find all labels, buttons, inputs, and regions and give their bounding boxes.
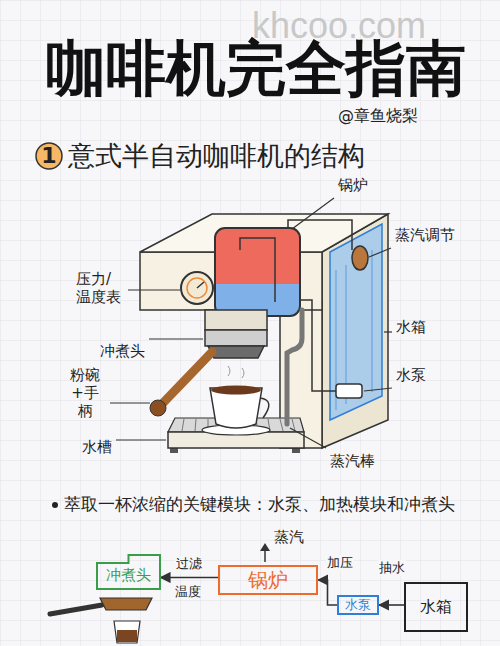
box-border	[405, 583, 467, 631]
leader-line	[290, 428, 326, 448]
gauge-dial	[187, 278, 207, 298]
leader-line	[128, 289, 180, 290]
part-label: 水泵	[396, 366, 426, 384]
water-pump	[336, 384, 362, 398]
portafilter-basket	[100, 598, 152, 610]
steam-knob	[352, 246, 368, 270]
note: 萃取一杯浓缩的关键模块：水泵、加热模块和冲煮头	[64, 494, 455, 514]
watermark: khcoo.com	[252, 4, 426, 47]
box-border	[219, 566, 317, 594]
boiler-pipe	[240, 238, 275, 302]
steam-wand	[287, 310, 302, 424]
portafilter-handle	[162, 352, 212, 404]
coffee-drip	[228, 366, 244, 378]
handle-end	[150, 400, 166, 416]
leader-line	[149, 338, 203, 339]
leader-line	[292, 198, 334, 229]
leader-line	[110, 402, 150, 403]
edge-label: 过滤	[175, 556, 203, 572]
leader-line	[364, 388, 392, 391]
boiler-fill	[215, 228, 300, 316]
flow-connector	[318, 580, 337, 605]
group-neck	[205, 310, 267, 330]
edge-label: 加压	[326, 555, 354, 571]
steam-arrowhead	[260, 543, 270, 551]
espresso	[117, 630, 137, 642]
flow-label: 蒸汽	[274, 528, 304, 546]
box-border	[97, 555, 160, 589]
flow-box: 锅炉	[218, 565, 318, 595]
flow-box: 冲煮头	[96, 554, 161, 590]
flow-box: 水箱	[404, 582, 468, 632]
edge-label: 抽水	[378, 560, 406, 576]
part-label: 粉碗+手柄	[64, 366, 106, 420]
box-text: 冲煮头	[106, 566, 151, 584]
box-border	[338, 596, 378, 614]
water-line	[336, 250, 372, 410]
box-text: 水箱	[420, 597, 452, 616]
author-handle: @章鱼烧梨	[338, 106, 418, 125]
water-tank	[330, 224, 382, 420]
part-label: 压力/温度表	[76, 270, 124, 306]
flow-label: 温度	[175, 584, 201, 600]
flow-box: 水泵	[337, 595, 379, 615]
bullet	[52, 502, 58, 508]
part-label: 冲煮头	[100, 342, 145, 360]
flow-connector	[379, 604, 404, 606]
boiler	[215, 228, 300, 316]
number-badge	[36, 143, 62, 169]
pressure-gauge	[181, 272, 213, 304]
leader-line	[369, 248, 391, 257]
group-head	[205, 330, 267, 346]
leaders	[110, 198, 392, 448]
section-heading: 意式半自动咖啡机的结构	[68, 140, 365, 172]
box-text: 锅炉	[248, 568, 288, 592]
leader-line	[384, 331, 392, 332]
coffee-machine	[140, 214, 388, 453]
title: 咖啡机完全指南	[46, 38, 466, 98]
gauge-needle	[197, 282, 204, 288]
part-label: 水箱	[396, 318, 426, 336]
callout-number: 1	[41, 142, 57, 170]
flow-connector	[161, 577, 219, 579]
part-label: 水槽	[82, 438, 112, 456]
box-text: 水泵	[345, 597, 371, 613]
machine-side	[322, 214, 388, 448]
portafilter-handle	[50, 605, 102, 614]
part-label: 蒸汽棒	[330, 452, 375, 470]
boiler-steam	[215, 228, 300, 284]
part-label: 锅炉	[338, 176, 368, 194]
leader-line	[116, 439, 166, 440]
coffee	[211, 386, 261, 395]
shot-glass	[114, 621, 140, 643]
water-pipe	[300, 300, 336, 391]
cup-handle	[260, 398, 269, 418]
part-label: 蒸汽调节	[395, 226, 455, 244]
